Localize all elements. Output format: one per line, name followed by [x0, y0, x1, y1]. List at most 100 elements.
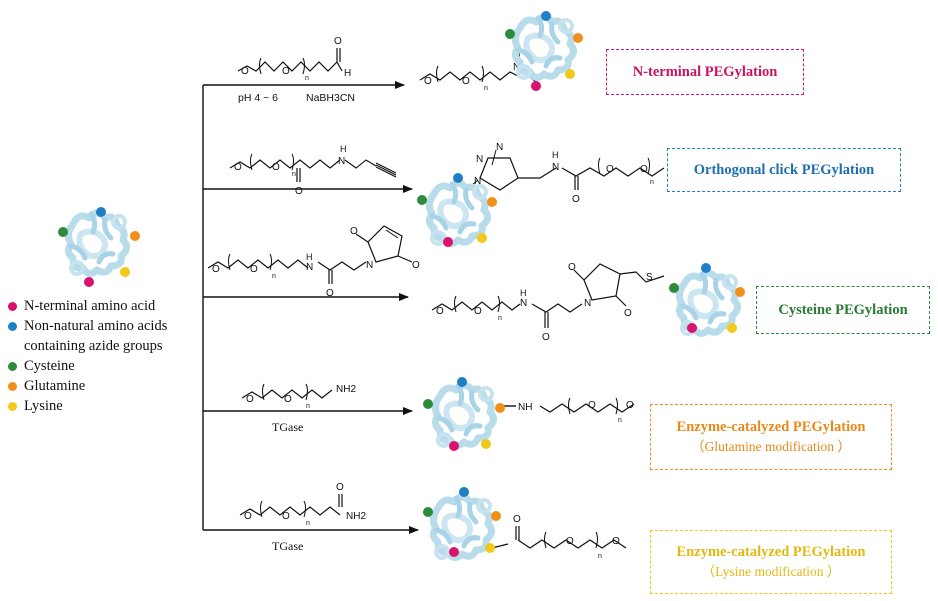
dot-glutamine	[8, 382, 17, 391]
product-cysteine: O O n H N O N O O S	[431, 262, 745, 343]
protein-product-1	[505, 11, 583, 91]
dot-lysine	[8, 402, 17, 411]
protein-product-3	[669, 263, 745, 334]
atom-o: O	[244, 511, 252, 522]
atom-n: N	[476, 154, 483, 165]
atom-n: N	[496, 142, 503, 153]
atom-o: O	[250, 264, 258, 275]
atom-o: O	[542, 332, 550, 343]
atom-o: O	[295, 186, 303, 197]
atom-o: O	[336, 482, 344, 493]
dot-cysteine	[8, 362, 17, 371]
atom-h: H	[344, 68, 351, 79]
atom-o: O	[424, 76, 432, 87]
site-cysteine	[58, 227, 68, 237]
atom-o: O	[334, 36, 342, 47]
legend-item-azide: Non-natural amino acids	[8, 316, 208, 336]
atom-o: O	[272, 162, 280, 173]
atom-n: N	[306, 262, 313, 273]
atom-n: n	[292, 171, 296, 178]
box-orthogonal-click-pegylation: Orthogonal click PEGylation	[667, 148, 901, 192]
atom-o: O	[606, 164, 614, 175]
atom-n: n	[598, 553, 602, 560]
atom-n: n	[306, 520, 310, 527]
product-glutamine: NH O n O	[423, 377, 635, 451]
atom-o: O	[474, 306, 482, 317]
atom-n: n	[484, 85, 488, 92]
atom-h: H	[340, 144, 347, 154]
atom-o: O	[513, 514, 521, 525]
atom-o: O	[436, 306, 444, 317]
atom-o: O	[462, 76, 470, 87]
atom-n: N	[338, 156, 345, 167]
reagent-peg-amine: O O n NH2	[241, 383, 356, 410]
atom-o: O	[246, 394, 254, 405]
atom-o: O	[588, 400, 596, 411]
reagent-peg-aldehyde: O O n O H	[237, 36, 351, 82]
atom-nh2: NH2	[346, 511, 366, 522]
atom-o: O	[640, 164, 648, 175]
legend-item-glutamine: Glutamine	[8, 376, 208, 396]
atom-n: n	[272, 273, 276, 280]
atom-o: O	[234, 162, 242, 173]
reagent-peg-alkyne: O O n O H N	[229, 144, 397, 197]
atom-n: n	[618, 417, 622, 424]
atom-o: O	[626, 400, 634, 411]
atom-n: N	[552, 162, 559, 173]
atom-nh: NH	[518, 402, 532, 413]
atom-o: O	[568, 262, 576, 273]
atom-o: O	[350, 226, 358, 237]
atom-nh2: NH2	[336, 384, 356, 395]
reagent-peg-amide: O O n O NH2	[239, 482, 366, 527]
legend-item-lysine: Lysine	[8, 396, 208, 416]
site-azide	[96, 207, 106, 217]
atom-s: S	[646, 272, 653, 283]
product-lysine: O O n O	[423, 487, 627, 560]
atom-n: n	[498, 315, 502, 322]
atom-n: N	[520, 298, 527, 309]
atom-o: O	[282, 66, 290, 77]
atom-n: N	[513, 62, 520, 73]
atom-o: O	[282, 511, 290, 522]
starting-protein	[58, 207, 140, 287]
dot-azide	[8, 322, 17, 331]
atom-n: n	[306, 403, 310, 410]
legend-item-cysteine: Cysteine	[8, 356, 208, 376]
box-enzyme-lysine: Enzyme-catalyzed PEGylation （Lysine modi…	[650, 530, 892, 594]
legend-item-n-terminal: N-terminal amino acid	[8, 296, 208, 316]
protein-product-2	[417, 173, 497, 247]
atom-o: O	[412, 260, 420, 271]
legend-item-azide-cont: containing azide groups	[24, 338, 163, 354]
atom-o: O	[241, 66, 249, 77]
atom-o: O	[284, 394, 292, 405]
condition-tgase-2: TGase	[272, 539, 304, 553]
atom-h: H	[520, 288, 527, 298]
atom-o: O	[612, 536, 620, 547]
atom-o: O	[566, 536, 574, 547]
product-click: N N N H N O O n O	[417, 142, 665, 247]
protein-product-5	[423, 487, 501, 558]
atom-o: O	[624, 308, 632, 319]
site-glutamine	[130, 231, 140, 241]
atom-n: N	[474, 176, 481, 187]
product-n-terminal: O O n N H	[419, 11, 583, 92]
atom-h: H	[552, 150, 559, 160]
atom-o: O	[572, 194, 580, 205]
atom-n: N	[584, 298, 591, 309]
atom-o: O	[212, 264, 220, 275]
protein-product-4	[423, 377, 505, 451]
box-enzyme-glutamine: Enzyme-catalyzed PEGylation （Glutamine m…	[650, 404, 892, 470]
condition-reductant: NaBH3CN	[306, 92, 356, 104]
site-n-terminal	[84, 277, 94, 287]
reaction-arrows	[202, 81, 419, 534]
box-cysteine-pegylation: Cysteine PEGylation	[756, 286, 930, 334]
reagent-peg-maleimide: O O n H N O N O O	[207, 225, 420, 299]
atom-n: N	[366, 260, 373, 271]
atom-n: n	[305, 75, 309, 82]
condition-tgase-1: TGase	[272, 420, 304, 434]
site-lysine	[120, 267, 130, 277]
legend: N-terminal amino acid Non-natural amino …	[8, 296, 208, 416]
atom-h: H	[306, 252, 313, 262]
